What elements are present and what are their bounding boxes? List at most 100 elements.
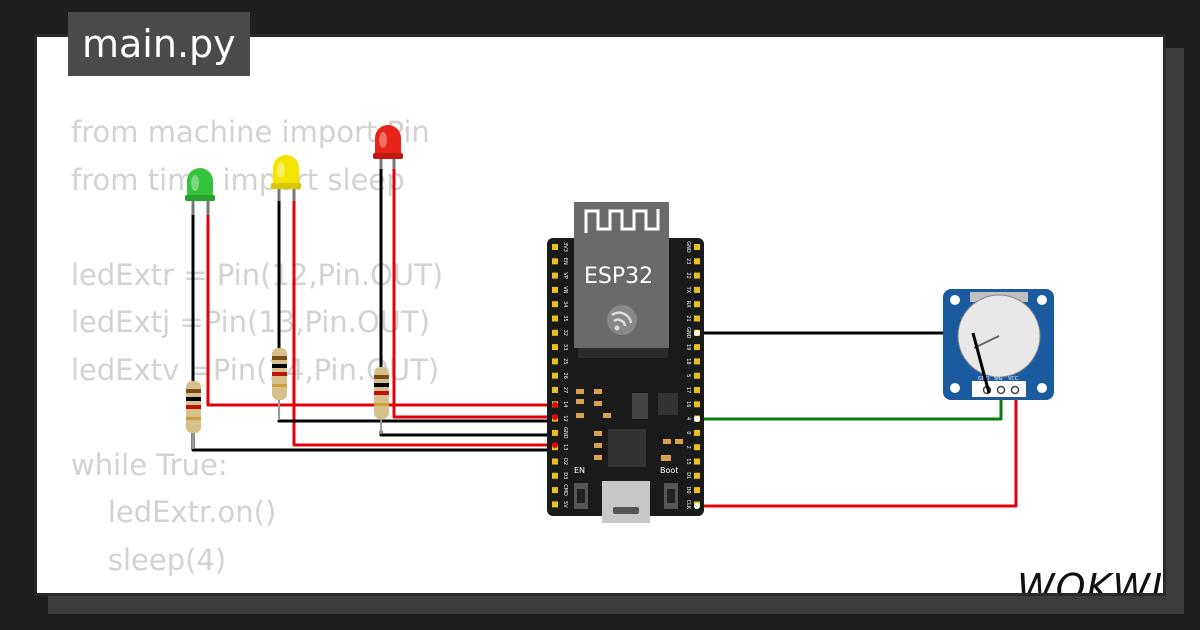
pin-label: 27 bbox=[562, 387, 568, 393]
pin-gnd[interactable] bbox=[694, 244, 700, 250]
wire-green-sensor-sig bbox=[697, 393, 1003, 421]
pin-35[interactable] bbox=[552, 315, 558, 322]
red-led[interactable] bbox=[373, 125, 403, 169]
pin-15[interactable] bbox=[694, 458, 700, 465]
pin-0[interactable] bbox=[694, 429, 700, 436]
pin-23[interactable] bbox=[694, 258, 700, 265]
file-tab[interactable]: main.py bbox=[68, 12, 250, 76]
pin-label: GND bbox=[685, 327, 691, 339]
sensor-vcc-label: VCC bbox=[1008, 376, 1019, 382]
pin-label: TX bbox=[685, 286, 691, 294]
pin-tx[interactable] bbox=[694, 286, 700, 293]
pin-label: 32 bbox=[562, 330, 568, 336]
pin-label: 15 bbox=[685, 458, 691, 464]
pin-vp[interactable] bbox=[552, 272, 558, 279]
resistor-leads bbox=[192, 400, 382, 449]
pin-label: D2 bbox=[562, 458, 568, 465]
pin-label: 26 bbox=[562, 373, 568, 379]
pin-label: 17 bbox=[685, 387, 691, 393]
pin-label: RX bbox=[685, 301, 691, 308]
resistor-2[interactable] bbox=[272, 348, 287, 400]
code-line: ledExtj =Pin(13,Pin.OUT) bbox=[71, 305, 431, 339]
yellow-led[interactable] bbox=[271, 155, 301, 201]
pin-27[interactable] bbox=[552, 387, 558, 393]
pin-label: D3 bbox=[562, 472, 568, 479]
pin-label: VP bbox=[562, 272, 568, 278]
code-line: ledExtr = Pin(12,Pin.OUT) bbox=[71, 257, 444, 292]
wire-black-gnd-3 bbox=[379, 431, 553, 437]
pin-label: 19 bbox=[685, 344, 691, 350]
pin-3v3[interactable] bbox=[552, 244, 558, 250]
wire-red-green-led bbox=[206, 207, 555, 407]
pin-label: 14 bbox=[562, 401, 568, 407]
pin-21[interactable] bbox=[694, 315, 700, 322]
en-label: EN bbox=[574, 466, 585, 475]
pin-16[interactable] bbox=[694, 401, 700, 408]
pin-label: D0 bbox=[685, 487, 691, 494]
pin-gnd[interactable] bbox=[552, 429, 558, 436]
pin-label: 22 bbox=[685, 272, 691, 278]
pin-label: CMD bbox=[562, 484, 568, 496]
pin-label: 25 bbox=[562, 358, 568, 364]
pin-25[interactable] bbox=[552, 358, 558, 365]
pin-d2[interactable] bbox=[552, 458, 558, 465]
smd-components bbox=[576, 389, 683, 461]
pin-18[interactable] bbox=[694, 358, 700, 365]
code-line: sleep(4) bbox=[71, 542, 227, 577]
pin-label: 35 bbox=[562, 315, 568, 321]
pin-label: 34 bbox=[562, 301, 568, 307]
pin-label: EN bbox=[562, 258, 568, 265]
pin-34[interactable] bbox=[552, 301, 558, 308]
boot-button[interactable] bbox=[664, 483, 678, 509]
pin-label: D1 bbox=[685, 472, 691, 479]
pin-22[interactable] bbox=[694, 272, 700, 279]
code-line: from time import sleep bbox=[71, 162, 405, 197]
resistor-3[interactable] bbox=[374, 367, 389, 419]
pin-label: 13 bbox=[562, 444, 568, 450]
en-button[interactable] bbox=[574, 483, 588, 509]
usb-port[interactable] bbox=[602, 481, 650, 523]
pin-2[interactable] bbox=[694, 444, 700, 451]
pin-17[interactable] bbox=[694, 387, 700, 393]
pin-label: 12 bbox=[562, 415, 568, 421]
esp32-board[interactable]: ESP32 bbox=[547, 202, 704, 523]
pin-label: 33 bbox=[562, 344, 568, 350]
esp32-label: ESP32 bbox=[584, 264, 653, 289]
pin-d1[interactable] bbox=[694, 472, 700, 479]
pin-5[interactable] bbox=[694, 372, 700, 379]
pin-label: 23 bbox=[685, 258, 691, 264]
code-line: ledExtr.on() bbox=[71, 495, 277, 529]
pin-label: 5 bbox=[685, 374, 691, 377]
pin-d3[interactable] bbox=[552, 472, 558, 479]
pin-vn[interactable] bbox=[552, 286, 558, 293]
pin-26[interactable] bbox=[552, 372, 558, 379]
pin-d0[interactable] bbox=[694, 487, 700, 494]
pin-5v[interactable] bbox=[552, 501, 558, 508]
pin-label: 5V bbox=[562, 501, 568, 508]
pin-label: GND bbox=[562, 427, 568, 439]
wires-top bbox=[971, 332, 991, 394]
led-legs bbox=[191, 159, 383, 383]
pin-label: VN bbox=[562, 286, 568, 293]
resistor-1[interactable] bbox=[186, 381, 201, 433]
code-line: ledExtr.off() bbox=[71, 584, 443, 593]
code-line: while True: bbox=[71, 447, 228, 482]
boot-label: Boot bbox=[660, 466, 678, 475]
pin-label: 2 bbox=[685, 446, 691, 449]
pin-label: CLK bbox=[685, 500, 691, 510]
pin-en[interactable] bbox=[552, 258, 558, 265]
pin-label: 21 bbox=[685, 315, 691, 321]
pin-32[interactable] bbox=[552, 329, 558, 336]
green-led[interactable] bbox=[185, 168, 215, 215]
pin-cmd[interactable] bbox=[552, 487, 558, 494]
pin-label: 0 bbox=[685, 431, 691, 434]
pin-19[interactable] bbox=[694, 344, 700, 351]
potentiometer-module[interactable]: GND SIG VCC bbox=[943, 289, 1054, 400]
pin-rx[interactable] bbox=[694, 301, 700, 308]
pin-label: GND bbox=[685, 241, 691, 253]
espressif-logo-icon bbox=[607, 305, 637, 335]
wokwi-logo: WOKWI bbox=[1017, 566, 1162, 593]
pin-33[interactable] bbox=[552, 344, 558, 351]
